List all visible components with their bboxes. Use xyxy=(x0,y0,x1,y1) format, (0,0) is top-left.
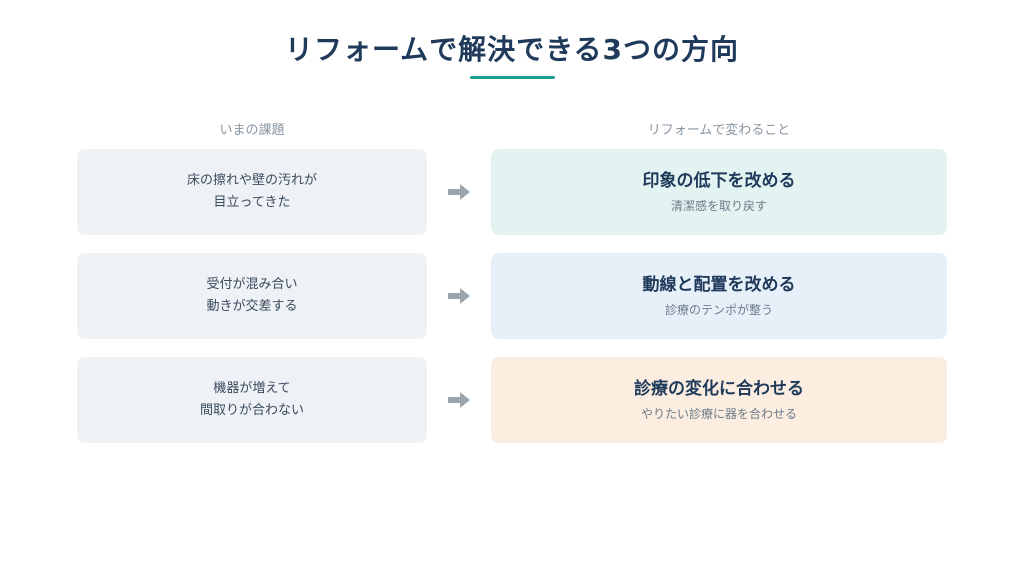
result-card: 診療の変化に合わせる やりたい診療に器を合わせる xyxy=(491,357,947,443)
result-title: 診療の変化に合わせる xyxy=(634,379,804,399)
issue-text: 受付が混み合い 動きが交差する xyxy=(206,274,297,318)
result-title: 動線と配置を改める xyxy=(642,275,796,295)
arrow-right-icon xyxy=(448,184,470,200)
issue-card: 床の擦れや壁の汚れが 目立ってきた xyxy=(77,149,427,235)
result-subtitle: やりたい診療に器を合わせる xyxy=(640,407,797,421)
comparison-row: 受付が混み合い 動きが交差する 動線と配置を改める 診療のテンポが整う xyxy=(0,253,1024,339)
issue-card: 受付が混み合い 動きが交差する xyxy=(77,253,427,339)
comparison-row: 機器が増えて 間取りが合わない 診療の変化に合わせる やりたい診療に器を合わせる xyxy=(0,357,1024,443)
issue-text: 機器が増えて 間取りが合わない xyxy=(200,378,304,422)
issue-line: 受付が混み合い xyxy=(206,277,298,292)
arrow-right-icon xyxy=(448,288,470,304)
issue-card: 機器が増えて 間取りが合わない xyxy=(77,357,427,443)
column-header-changes: リフォームで変わること xyxy=(647,123,791,138)
issue-line: 間取りが合わない xyxy=(199,403,304,418)
result-subtitle: 清潔感を取り戻す xyxy=(670,199,767,213)
page-title: リフォームで解決できる3つの方向 xyxy=(284,33,740,66)
issue-line: 床の擦れや壁の汚れが xyxy=(186,173,317,188)
issue-text: 床の擦れや壁の汚れが 目立ってきた xyxy=(187,170,317,214)
arrow-right-icon xyxy=(448,392,470,408)
result-card: 印象の低下を改める 清潔感を取り戻す xyxy=(491,149,947,235)
comparison-row: 床の擦れや壁の汚れが 目立ってきた 印象の低下を改める 清潔感を取り戻す xyxy=(0,149,1024,235)
result-card: 動線と配置を改める 診療のテンポが整う xyxy=(491,253,947,339)
result-subtitle: 診療のテンポが整う xyxy=(664,303,773,317)
column-header-current-issues: いまの課題 xyxy=(219,123,285,138)
issue-line: 動きが交差する xyxy=(206,299,298,314)
result-title: 印象の低下を改める xyxy=(642,171,796,191)
issue-line: 目立ってきた xyxy=(213,195,291,210)
title-underline xyxy=(470,76,555,79)
issue-line: 機器が増えて xyxy=(213,381,291,396)
